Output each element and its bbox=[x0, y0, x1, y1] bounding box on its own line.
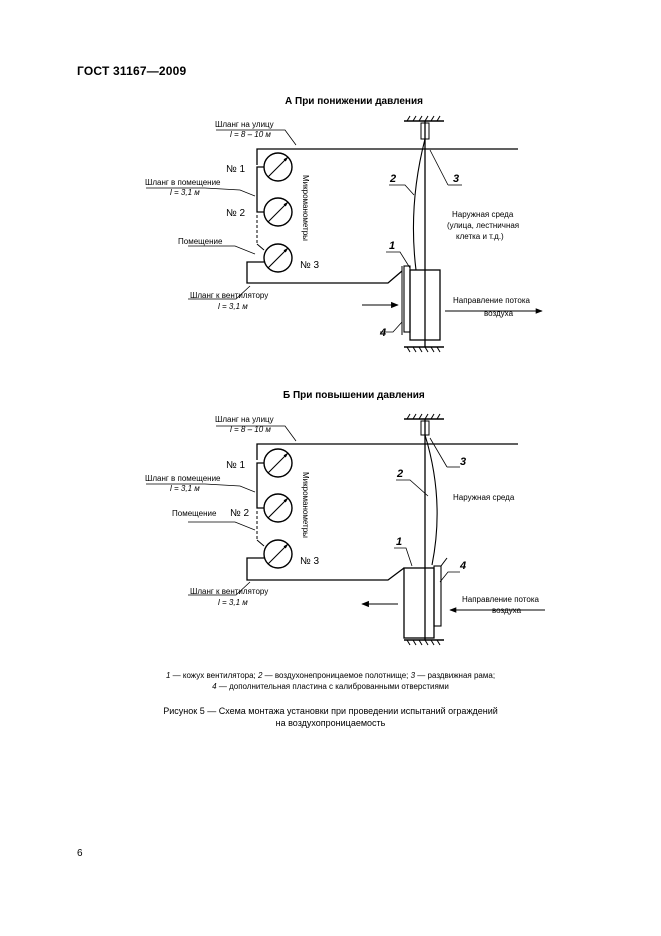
diagram-a: А При понижении давления bbox=[145, 96, 543, 353]
callout-1: 1 bbox=[389, 240, 395, 252]
label-outer-env-note-1: (улица, лестничная bbox=[447, 221, 519, 230]
callout-3: 3 bbox=[453, 173, 459, 185]
callout-4: 4 bbox=[459, 560, 466, 572]
label-hose-room: Шланг в помещение bbox=[145, 178, 221, 187]
label-hose-street: Шланг на улицу bbox=[215, 415, 274, 424]
label-outer-env: Наружная среда bbox=[452, 210, 514, 219]
label-hose-room-length: l = 3,1 м bbox=[170, 484, 200, 493]
label-hose-street-length: l = 8 – 10 м bbox=[230, 425, 271, 434]
ceiling-hatch bbox=[404, 115, 444, 122]
label-gauge-1: № 1 bbox=[226, 164, 246, 175]
label-gauge-1: № 1 bbox=[226, 460, 246, 471]
hose-fan bbox=[246, 557, 405, 581]
label-hose-fan-length: l = 3,1 м bbox=[218, 598, 248, 607]
ceiling-hatch bbox=[404, 413, 444, 420]
label-micromanometers: Микроманометры bbox=[301, 472, 310, 538]
diagram-a-title: А При понижении давления bbox=[285, 96, 423, 107]
label-flow-dir-1: Направление потока bbox=[462, 595, 540, 604]
airtight-sheet bbox=[412, 138, 426, 271]
callout-2: 2 bbox=[389, 173, 396, 185]
figure-caption-line-2: на воздухопроницаемость bbox=[275, 718, 386, 728]
label-gauge-2: № 2 bbox=[230, 508, 250, 519]
label-room: Помещение bbox=[178, 237, 223, 246]
label-hose-street: Шланг на улицу bbox=[215, 120, 274, 129]
gauge-3 bbox=[263, 243, 293, 273]
hose-fan bbox=[246, 261, 403, 284]
label-room: Помещение bbox=[172, 509, 217, 518]
callout-3: 3 bbox=[460, 456, 466, 468]
label-gauge-3: № 3 bbox=[300, 260, 320, 271]
label-flow-dir-1: Направление потока bbox=[453, 296, 531, 305]
calibrated-plate bbox=[433, 565, 442, 627]
floor-hatch bbox=[404, 639, 444, 646]
calibrated-plate bbox=[403, 265, 411, 333]
hose-street bbox=[256, 443, 518, 460]
label-hose-fan: Шланг к вентилятору bbox=[190, 291, 268, 300]
label-hose-fan: Шланг к вентилятору bbox=[190, 587, 268, 596]
label-flow-dir-2: воздуха bbox=[484, 309, 514, 318]
callout-1: 1 bbox=[396, 536, 402, 548]
label-outer-env: Наружная среда bbox=[453, 493, 515, 502]
installation-diagram: А При понижении давления bbox=[145, 96, 545, 646]
legend-line-1: 1 — кожух вентилятора; 2 — воздухонепрон… bbox=[165, 671, 496, 680]
label-flow-dir-2: воздуха bbox=[492, 606, 522, 615]
diagram-b-title: Б При повышении давления bbox=[283, 390, 425, 401]
legend-line-2: 4 — дополнительная пластина с калиброван… bbox=[212, 682, 449, 691]
label-gauge-3: № 3 bbox=[300, 556, 320, 567]
hose-street bbox=[256, 148, 518, 165]
leader-room bbox=[188, 245, 256, 255]
fan-housing bbox=[403, 567, 435, 639]
leader-hose-room bbox=[146, 187, 256, 197]
label-hose-room-length: l = 3,1 м bbox=[170, 188, 200, 197]
airtight-sheet bbox=[424, 434, 438, 566]
label-hose-street-length: l = 8 – 10 м bbox=[230, 130, 271, 139]
label-hose-fan-length: l = 3,1 м bbox=[218, 302, 248, 311]
callout-4: 4 bbox=[379, 327, 386, 339]
page-number: 6 bbox=[77, 848, 83, 859]
label-gauge-2: № 2 bbox=[226, 208, 246, 219]
diagram-b: Б При повышении давления bbox=[145, 390, 545, 646]
leader-hose-street bbox=[216, 129, 297, 146]
callout-2: 2 bbox=[396, 468, 403, 480]
floor-hatch bbox=[404, 346, 444, 353]
figure-caption-line-1: Рисунок 5 — Схема монтажа установки при … bbox=[163, 706, 498, 716]
label-micromanometers: Микроманометры bbox=[301, 175, 310, 241]
label-hose-room: Шланг в помещение bbox=[145, 474, 221, 483]
label-outer-env-note-2: клетка и т.д.) bbox=[456, 232, 504, 241]
gauge-3 bbox=[263, 539, 293, 569]
page-header: ГОСТ 31167—2009 bbox=[77, 64, 187, 78]
leader-hose-fan bbox=[188, 285, 251, 300]
